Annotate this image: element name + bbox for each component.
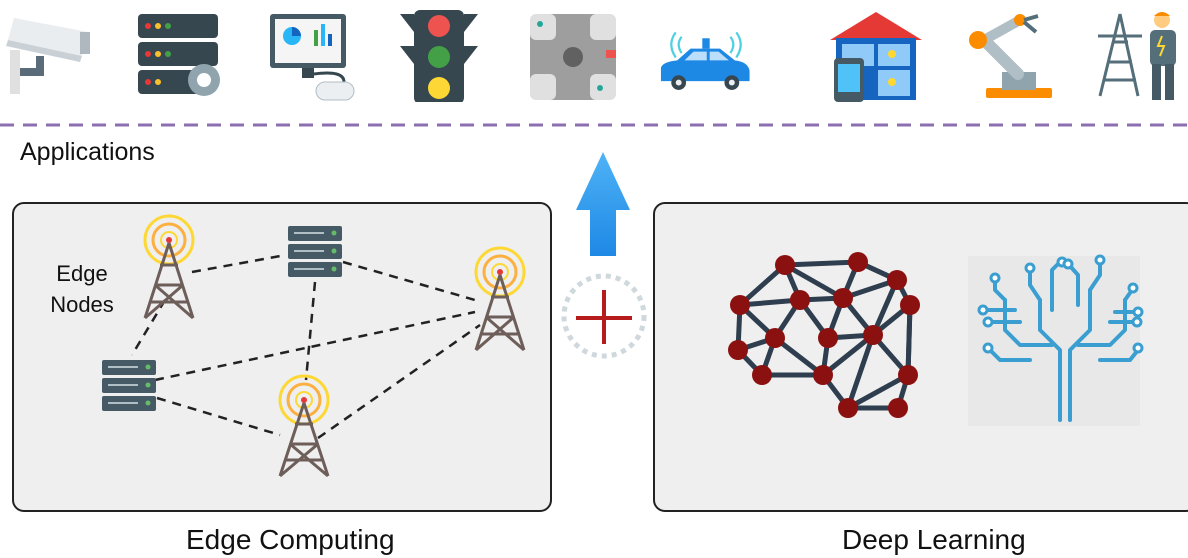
autonomous-car-icon [660,31,750,90]
server-gear-icon [138,14,220,96]
gaming-monitor-icon [270,14,355,101]
deep-learning-panel [653,202,1188,512]
traffic-light-icon [400,10,478,102]
robot-arm-icon [969,14,1052,98]
plus-icon [561,273,647,359]
smart-home-icon [830,12,922,102]
edge-computing-title: Edge Computing [186,524,395,555]
edge-nodes-label-line2: Nodes [50,292,114,317]
intersection-icon [530,14,616,100]
deep-learning-title: Deep Learning [842,524,1026,555]
surveillance-camera-icon [6,18,90,94]
edge-nodes-label-line1: Edge [56,261,108,286]
applications-label: Applications [20,138,155,166]
up-arrow-icon [576,152,630,256]
separator-dashed-line [0,123,1188,127]
power-worker-icon [1098,12,1176,100]
edge-computing-panel [12,202,552,512]
edge-nodes-label: Edge Nodes [42,258,122,320]
